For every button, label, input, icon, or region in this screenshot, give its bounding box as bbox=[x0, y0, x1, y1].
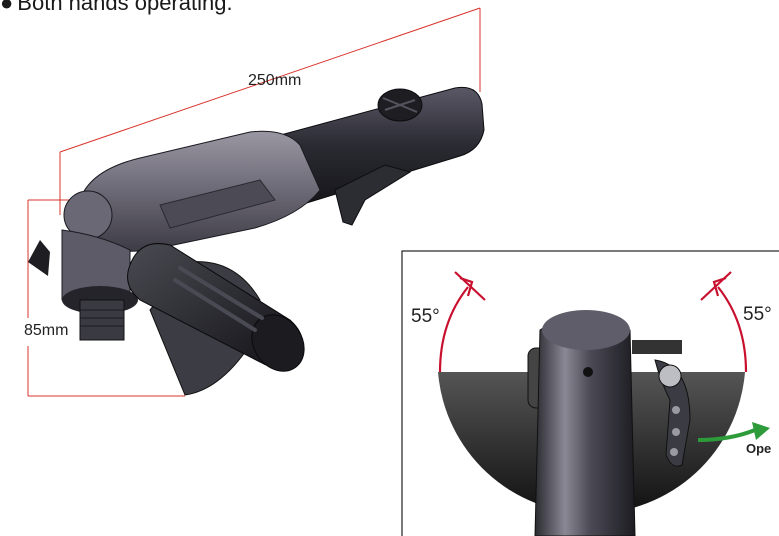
open-label: Ope bbox=[746, 441, 772, 456]
grinder-body bbox=[28, 86, 485, 396]
guard-rotation-inset bbox=[401, 250, 779, 536]
dimension-lines bbox=[27, 7, 481, 397]
section-heading: ●Both hands operating. bbox=[0, 0, 233, 16]
bullet-icon: ● bbox=[0, 0, 14, 15]
angle-right-label: 55° bbox=[743, 304, 772, 325]
length-dimension-label: 250mm bbox=[248, 72, 302, 89]
heading-text: Both hands operating. bbox=[17, 0, 233, 15]
height-dimension-label: 85mm bbox=[24, 322, 69, 339]
angle-arrows bbox=[438, 271, 748, 373]
open-arrow-icon bbox=[697, 422, 770, 442]
angle-left-label: 55° bbox=[411, 306, 440, 327]
